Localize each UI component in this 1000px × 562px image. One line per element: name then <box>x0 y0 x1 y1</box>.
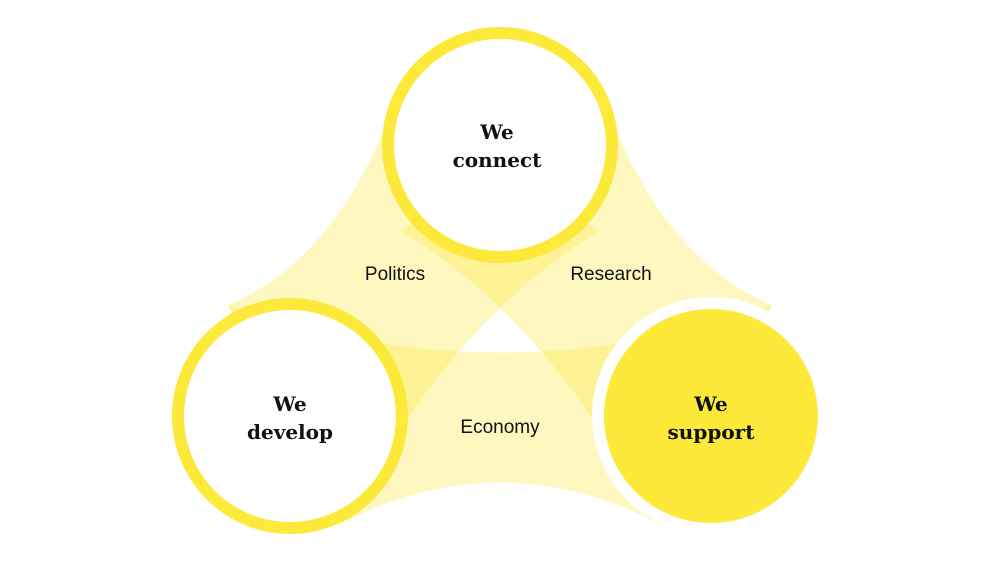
band-label-politics: Politics <box>365 264 425 285</box>
circle-develop-line2: develop <box>247 420 333 444</box>
circle-connect: We connect <box>382 27 618 263</box>
circle-develop-line1: We <box>272 392 307 416</box>
circle-connect-line2: connect <box>453 148 543 172</box>
circle-support: We support <box>592 297 830 535</box>
circle-support-line1: We <box>693 392 728 416</box>
circle-connect-line1: We <box>479 120 514 144</box>
band-label-research: Research <box>570 264 651 285</box>
circle-support-line2: support <box>668 420 756 444</box>
band-label-economy: Economy <box>460 417 540 438</box>
circle-develop: We develop <box>172 298 408 534</box>
